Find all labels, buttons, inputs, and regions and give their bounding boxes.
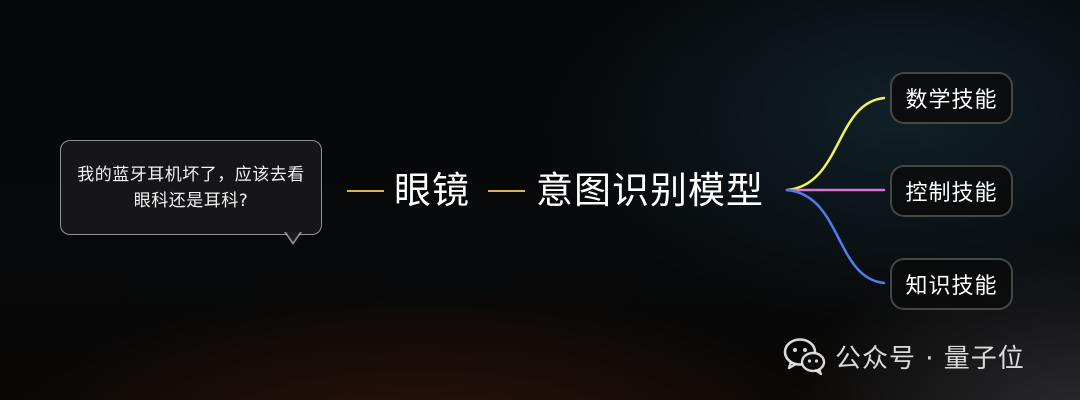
- skill-knowledge: 知识技能: [890, 258, 1013, 310]
- skill-math: 数学技能: [890, 72, 1013, 124]
- branch-line-math: [785, 96, 886, 192]
- branch-line-knowledge: [785, 188, 886, 285]
- user-query-bubble: 我的蓝牙耳机坏了，应该去看眼科还是耳科?: [60, 140, 322, 235]
- bubble-tail-fill: [286, 232, 300, 242]
- watermark-text: 公众号 · 量子位: [835, 343, 1025, 374]
- wechat-icon: [783, 338, 826, 376]
- node-intent-model: 意图识别模型: [536, 169, 764, 212]
- skill-control: 控制技能: [890, 165, 1013, 217]
- watermark: 公众号 · 量子位: [783, 336, 1025, 376]
- node-glasses: 眼镜: [394, 169, 470, 212]
- connector-dash-1: [347, 190, 384, 192]
- connector-dash-2: [488, 190, 525, 192]
- user-query-text: 我的蓝牙耳机坏了，应该去看眼科还是耳科?: [77, 164, 305, 211]
